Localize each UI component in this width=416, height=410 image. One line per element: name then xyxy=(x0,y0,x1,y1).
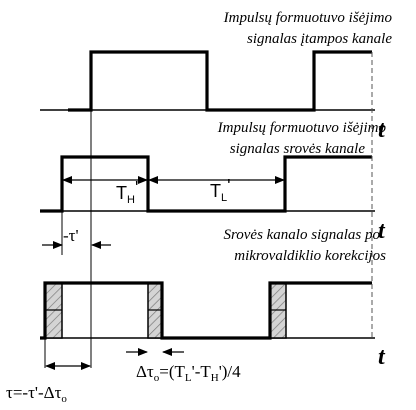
t-low-label: TL' xyxy=(210,176,231,204)
corrected-signal-waveform xyxy=(40,281,372,340)
corrected-time-label: t xyxy=(378,344,386,370)
current-title-line1: Impulsų formuotuvo išėjimo xyxy=(217,120,387,136)
current-signal-waveform xyxy=(40,155,372,213)
current-title-line2: signalas srovės kanale xyxy=(230,141,366,157)
corrected-title-line1: Srovės kanalo signalas po xyxy=(223,227,380,243)
t-high-label: TH' xyxy=(116,178,138,206)
current-channel-panel: Impulsų formuotuvo išėjimo signalas srov… xyxy=(40,120,386,244)
voltage-signal-waveform xyxy=(68,50,372,112)
voltage-title-line1: Impulsų formuotuvo išėjimo xyxy=(223,10,393,26)
voltage-time-label: t xyxy=(378,117,386,143)
corrected-signal-panel: Srovės kanalo signalas po mikrovaldiklio… xyxy=(40,227,386,370)
delta-tau-dimension: Δτo=(TL'-TH')/4 xyxy=(126,348,241,384)
delta-tau-formula: Δτo=(TL'-TH')/4 xyxy=(136,362,241,384)
current-time-label: t xyxy=(378,218,386,244)
voltage-title-line2: signalas įtampos kanale xyxy=(247,31,392,47)
voltage-channel-panel: Impulsų formuotuvo išėjimo signalas įtam… xyxy=(40,10,392,143)
tau-formula: τ=-τ'-Δτo xyxy=(6,383,67,405)
tau-dimension: τ=-τ'-Δτo xyxy=(6,362,91,405)
tau-prime-label: -τ' xyxy=(63,226,79,245)
tau-prime-dimension: -τ' xyxy=(42,226,111,249)
corrected-title-line2: mikrovaldiklio korekcijos xyxy=(234,248,386,264)
